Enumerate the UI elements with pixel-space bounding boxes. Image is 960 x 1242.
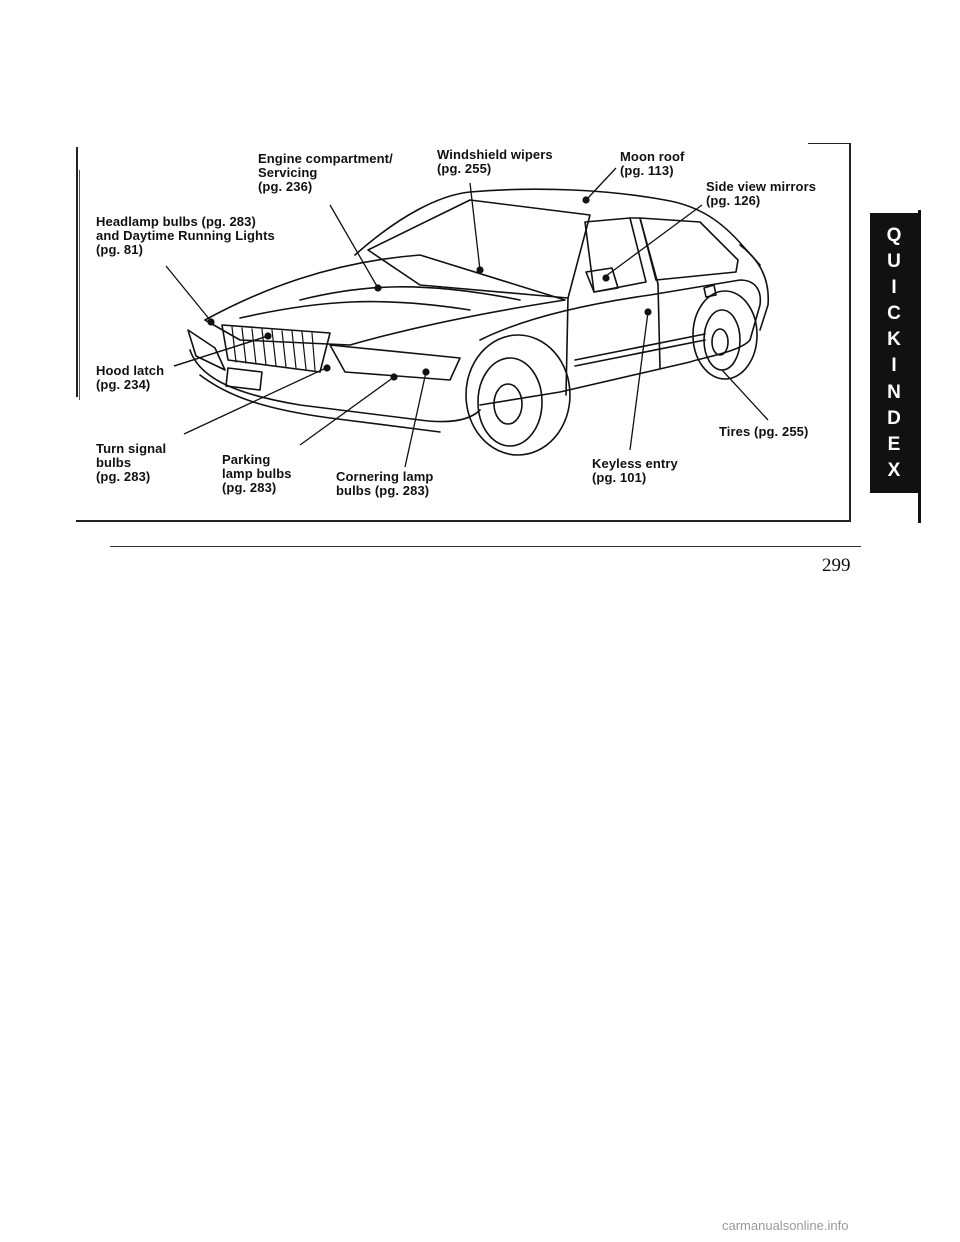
- car-headlight-left: [187, 329, 226, 371]
- watermark-text: carmanualsonline.info: [722, 1218, 849, 1233]
- car-illustration: [165, 167, 770, 468]
- leader-keyless: [629, 311, 649, 451]
- leader-hoodlatch-2: [173, 335, 269, 367]
- callout-dot-hoodlatch: [264, 332, 272, 340]
- leader-headlamp: [165, 265, 211, 321]
- quick-index-tab: Q U I C K I N D E X: [870, 213, 918, 493]
- leader-engine: [329, 204, 379, 289]
- callout-dot-moonroof: [582, 196, 590, 204]
- car-rear: [739, 244, 770, 331]
- leader-mirrors: [605, 204, 703, 277]
- tab-letter: I: [891, 355, 897, 377]
- car-door-line: [565, 297, 569, 396]
- car-grille: [221, 324, 331, 373]
- page-divider-line: [110, 546, 861, 547]
- label-tires: Tires (pg. 255): [719, 424, 809, 439]
- car-hood-crease: [299, 286, 521, 301]
- car-hood-crease-2: [239, 300, 471, 319]
- car-body-side: [479, 279, 762, 406]
- label-turn-signal-bulbs: Turn signal bulbs (pg. 283): [96, 441, 167, 484]
- tab-letter: I: [891, 277, 897, 299]
- tab-letter: C: [887, 303, 901, 325]
- car-door-line-2: [657, 283, 661, 369]
- tab-letter: D: [887, 407, 901, 429]
- label-hood-latch: Hood latch (pg. 234): [96, 363, 165, 392]
- car-mirror: [585, 267, 619, 293]
- car-rear-wheel-hub: [711, 328, 729, 356]
- leader-moonroof: [587, 167, 617, 199]
- car-front-wheel-hub: [493, 383, 523, 425]
- car-front-wheel: [477, 357, 543, 447]
- frame-left-border: [76, 147, 78, 397]
- tab-letter: Q: [886, 225, 902, 247]
- car-windshield: [367, 199, 591, 299]
- leader-turnsignal: [183, 367, 327, 435]
- car-rear-wheel-arch: [692, 290, 758, 380]
- car-side-molding-2: [574, 339, 706, 367]
- page-number: 299: [822, 555, 851, 576]
- label-parking-lamp-bulbs: Parking lamp bulbs (pg. 283): [222, 452, 292, 495]
- tab-letter: N: [887, 381, 901, 403]
- callout-dot-engine: [374, 284, 382, 292]
- callout-dot-headlamp: [207, 318, 215, 326]
- callout-dot-cornering: [422, 368, 430, 376]
- callout-dot-parking: [390, 373, 398, 381]
- label-moon-roof: Moon roof (pg. 113): [620, 149, 685, 178]
- car-pillar: [629, 217, 659, 285]
- car-side-molding: [574, 333, 706, 361]
- car-headlight-right: [329, 344, 461, 381]
- label-windshield-wipers: Windshield wipers (pg. 255): [437, 147, 553, 176]
- tab-letter: K: [887, 329, 901, 351]
- callout-dot-mirrors: [602, 274, 610, 282]
- label-cornering-lamp-bulbs: Cornering lamp bulbs (pg. 283): [336, 469, 434, 498]
- label-headlamp-bulbs: Headlamp bulbs (pg. 283) and Daytime Run…: [96, 214, 275, 257]
- quick-index-tab-edge: [918, 210, 921, 523]
- label-side-view-mirrors: Side view mirrors (pg. 126): [706, 179, 817, 208]
- frame-right-border: [849, 143, 851, 522]
- car-roof-outline: [354, 188, 761, 266]
- leader-tires: [721, 369, 769, 421]
- tab-letter: U: [887, 251, 901, 273]
- frame-bottom-border: [76, 520, 851, 522]
- car-front-lower: [199, 374, 441, 433]
- label-engine-compartment: Engine compartment/ Servicing (pg. 236): [258, 151, 393, 194]
- car-front-bumper: [189, 349, 481, 423]
- leader-wipers: [469, 182, 481, 271]
- car-fuel-door: [703, 284, 717, 298]
- frame-top-border: [808, 143, 850, 144]
- leader-cornering: [404, 371, 427, 468]
- callout-dot-keyless: [644, 308, 652, 316]
- tab-letter: X: [887, 459, 901, 481]
- callout-dot-wipers: [476, 266, 484, 274]
- leader-parking: [299, 376, 395, 446]
- car-front-wheel-arch: [465, 334, 571, 456]
- label-keyless-entry: Keyless entry (pg. 101): [592, 456, 678, 485]
- car-rear-wheel: [703, 309, 741, 371]
- tab-letter: E: [887, 433, 901, 455]
- car-plate: [225, 367, 263, 391]
- callout-dot-turnsignal: [323, 364, 331, 372]
- frame-left-inner-border: [79, 170, 80, 400]
- car-hood: [204, 254, 566, 346]
- car-side-window-front: [584, 217, 647, 293]
